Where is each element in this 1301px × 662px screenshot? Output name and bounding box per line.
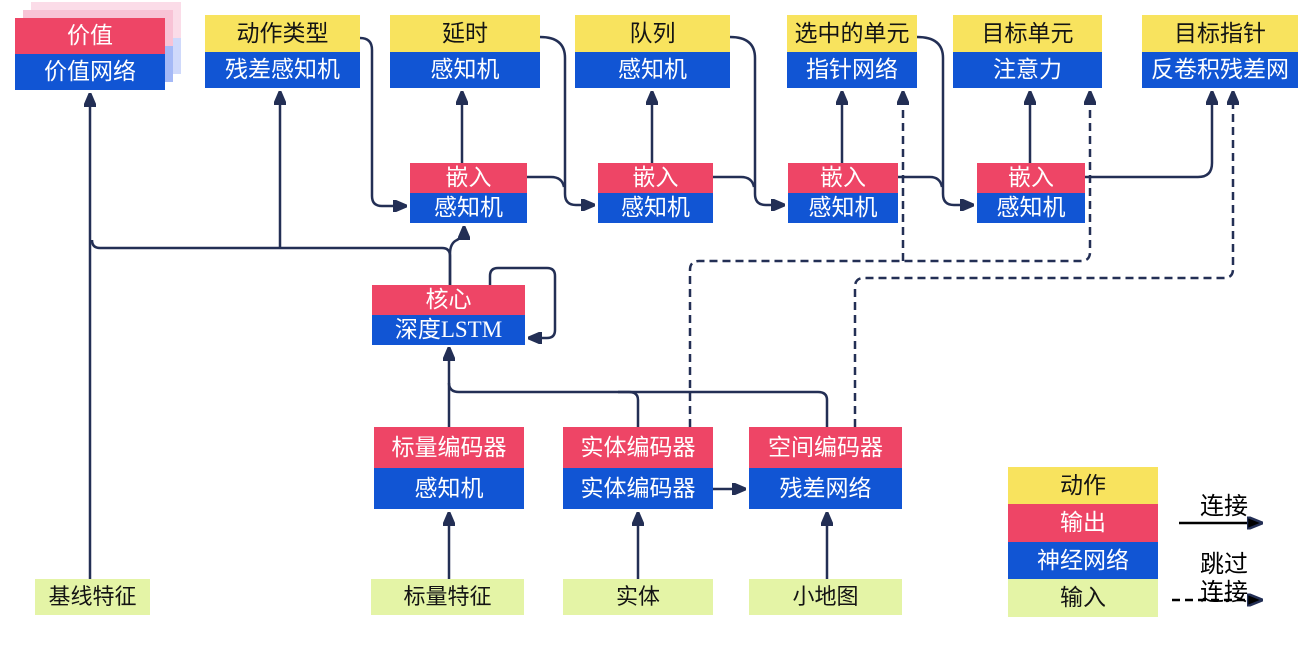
value-network-label: 价值网络 (15, 54, 165, 90)
queue-action-label: 队列 (575, 15, 730, 52)
core-output-label: 核心 (372, 285, 525, 315)
embedding-2-network-label: 感知机 (598, 193, 713, 223)
edge-embedding-3-out-merge (898, 175, 944, 188)
edge-embedding-2-out-merge (713, 175, 756, 188)
entity-encoder-output-label: 实体编码器 (563, 427, 713, 468)
spatial-encoder-output-label: 空间编码器 (749, 427, 902, 468)
edge-core-self-loop (488, 266, 557, 338)
input-baseline-features: 基线特征 (35, 579, 150, 615)
input-minimap: 小地图 (749, 579, 902, 615)
edge-selected-units-to-embedding-4 (916, 35, 973, 205)
node-entity-encoder: 实体编码器 实体编码器 (563, 427, 713, 509)
embedding-3-output-label: 嵌入 (788, 163, 898, 193)
node-embedding-2: 嵌入 感知机 (598, 163, 713, 223)
scalar-encoder-output-label: 标量编码器 (374, 427, 524, 468)
legend-solid-connection-label: 连接 (1200, 494, 1248, 520)
node-target-unit: 目标单元 注意力 (953, 15, 1102, 88)
skip-entity-encoder-to-target-unit (688, 92, 1090, 427)
edge-entity-encoder-to-core (618, 390, 640, 427)
core-network-label: 深度LSTM (372, 315, 525, 345)
node-queue: 队列 感知机 (575, 15, 730, 88)
target-unit-network-label: 注意力 (953, 52, 1102, 88)
embedding-1-output-label: 嵌入 (410, 163, 527, 193)
legend-action-label: 动作 (1008, 467, 1158, 504)
node-delay: 延时 感知机 (390, 15, 540, 88)
skip-spatial-encoder-to-target-point (853, 92, 1233, 427)
selected-units-action-label: 选中的单元 (787, 15, 917, 52)
embedding-2-output-label: 嵌入 (598, 163, 713, 193)
embedding-3-network-label: 感知机 (788, 193, 898, 223)
node-scalar-encoder: 标量编码器 感知机 (374, 427, 524, 509)
edge-core-branch-left (90, 239, 452, 285)
spatial-encoder-network-label: 残差网络 (749, 468, 902, 509)
node-selected-units: 选中的单元 指针网络 (787, 15, 917, 88)
node-spatial-encoder: 空间编码器 残差网络 (749, 427, 902, 509)
node-embedding-1: 嵌入 感知机 (410, 163, 527, 223)
action-type-action-label: 动作类型 (205, 15, 360, 52)
delay-network-label: 感知机 (390, 52, 540, 88)
action-type-network-label: 残差感知机 (205, 52, 360, 88)
node-target-point: 目标指针 反卷积残差网 (1142, 15, 1298, 88)
edge-embedding-4-to-target-point (1085, 92, 1212, 179)
legend-skip-connection-label-2: 连接 (1200, 580, 1248, 606)
node-value: 价值 价值网络 (15, 18, 165, 90)
target-unit-action-label: 目标单元 (953, 15, 1102, 52)
input-entities: 实体 (563, 579, 713, 615)
node-core: 核心 深度LSTM (372, 285, 525, 345)
entity-encoder-network-label: 实体编码器 (563, 468, 713, 509)
edge-action-type-to-embedding-1 (359, 36, 406, 206)
edge-core-to-embedding-1 (448, 227, 464, 285)
embedding-4-output-label: 嵌入 (977, 163, 1085, 193)
node-embedding-3: 嵌入 感知机 (788, 163, 898, 223)
node-embedding-4: 嵌入 感知机 (977, 163, 1085, 223)
edge-embedding-1-out-merge (527, 175, 566, 188)
edge-spatial-encoder-to-core (447, 382, 829, 427)
node-action-type: 动作类型 残差感知机 (205, 15, 360, 88)
edge-queue-to-embedding-3 (729, 35, 784, 205)
target-point-network-label: 反卷积残差网 (1142, 52, 1298, 88)
target-point-action-label: 目标指针 (1142, 15, 1298, 52)
legend-input-label: 输入 (1008, 579, 1158, 617)
selected-units-network-label: 指针网络 (787, 52, 917, 88)
legend-skip-connection-label-1: 跳过 (1200, 552, 1248, 578)
legend-color-key: 动作 输出 神经网络 输入 (1008, 467, 1158, 617)
legend-output-label: 输出 (1008, 504, 1158, 542)
embedding-4-network-label: 感知机 (977, 193, 1085, 223)
delay-action-label: 延时 (390, 15, 540, 52)
input-scalar-features: 标量特征 (371, 579, 524, 615)
scalar-encoder-network-label: 感知机 (374, 468, 524, 509)
embedding-1-network-label: 感知机 (410, 193, 527, 223)
value-output-label: 价值 (15, 18, 165, 54)
legend-network-label: 神经网络 (1008, 542, 1158, 579)
queue-network-label: 感知机 (575, 52, 730, 88)
edge-delay-to-embedding-2 (539, 35, 594, 205)
